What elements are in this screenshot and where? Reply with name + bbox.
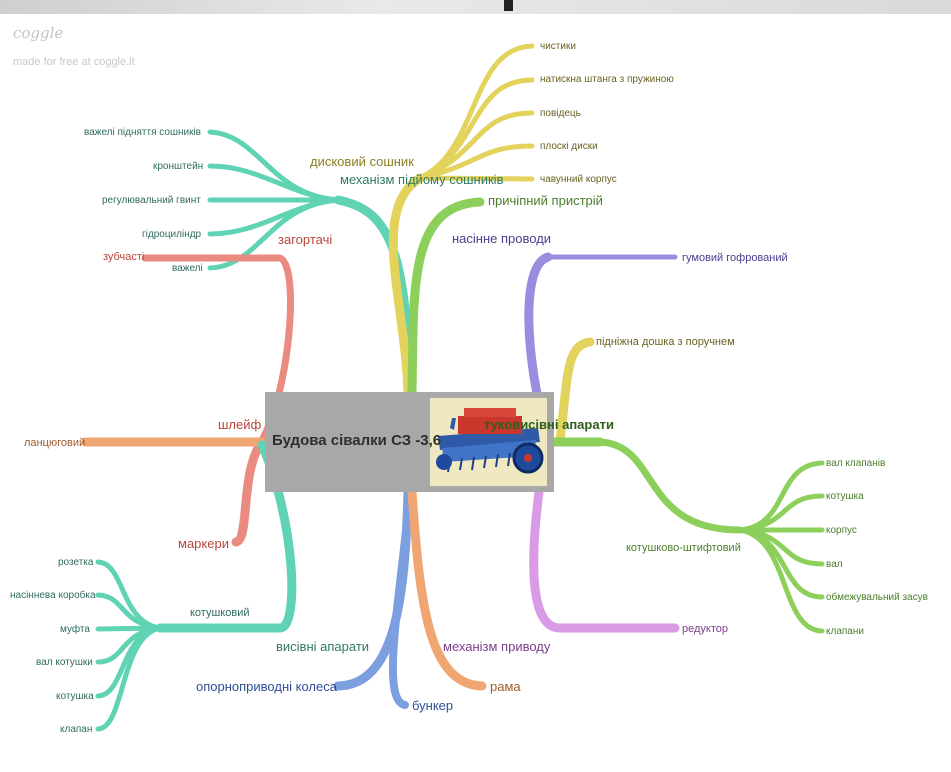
node-ploski[interactable]: плоскі диски	[540, 141, 598, 152]
node-obmezhuvalnyi[interactable]: обмежувальний засув	[826, 592, 928, 603]
node-mekhanizm-pidiomu[interactable]: механізм підйому сошників	[340, 172, 504, 187]
node-dyskovyi[interactable]: дисковий сошник	[310, 154, 414, 169]
node-reg-gvint[interactable]: регулювальний гвинт	[102, 195, 201, 206]
node-markery[interactable]: маркери	[178, 536, 229, 551]
branch-kotushkovo-6	[737, 527, 825, 634]
node-mekhanizm-pryvodu[interactable]: механізм приводу	[443, 639, 551, 654]
node-povidets[interactable]: повідець	[540, 108, 581, 119]
node-klapan[interactable]: клапан	[60, 724, 93, 735]
node-pidnizhna[interactable]: підніжна дошка з поручнем	[596, 336, 735, 348]
node-vazheli-pidn[interactable]: важелі підняття сошників	[84, 127, 201, 138]
branch-to-pidnizhna	[555, 337, 595, 445]
branch-to-prychipnyi	[407, 197, 485, 397]
node-tukovysivni[interactable]: туковисівні апарати	[484, 417, 614, 432]
node-klapany[interactable]: клапани	[826, 626, 864, 637]
node-nasinneprovody[interactable]: насінне проводи	[452, 231, 552, 246]
top-banner-strip	[0, 0, 951, 14]
node-prychipnyi[interactable]: причіпний пристрій	[488, 193, 603, 208]
node-nasinneva-korobka[interactable]: насіннева коробка	[10, 590, 96, 601]
node-vysivni[interactable]: висівні апарати	[276, 639, 370, 654]
branch-to-dyskovyi	[388, 173, 425, 397]
branch-to-bunker	[388, 488, 414, 709]
node-val-kotushky[interactable]: вал котушки	[36, 657, 93, 668]
node-kronshtein[interactable]: кронштейн	[153, 161, 204, 172]
node-rozetka[interactable]: розетка	[58, 557, 94, 568]
node-zagortachi[interactable]: загортачі	[278, 232, 333, 247]
node-korpus[interactable]: корпус	[826, 525, 857, 536]
node-gumovyi[interactable]: гумовий гофрований	[682, 252, 788, 264]
node-bunker[interactable]: бункер	[412, 698, 454, 713]
branch-to-markery	[231, 437, 267, 547]
branch-dyskovyi-4	[417, 143, 535, 181]
node-natyskna[interactable]: натискна штанга з пружиною	[540, 74, 674, 85]
branch-dyskovyi-5	[417, 175, 535, 182]
node-chystyky[interactable]: чистики	[540, 41, 576, 52]
node-chavunnyi[interactable]: чавунний корпус	[540, 174, 617, 185]
node-rama[interactable]: рама	[490, 679, 521, 694]
seeder-machine-photo	[430, 398, 547, 486]
branch-to-kotushkovo	[596, 438, 744, 534]
node-kotushkovo[interactable]: котушково-штифтовий	[626, 542, 741, 554]
node-reduktor[interactable]: редуктор	[682, 623, 728, 635]
branch-to-rama	[407, 487, 487, 691]
node-kotushka-l[interactable]: котушка	[56, 691, 94, 702]
node-opornopryvidni[interactable]: опорноприводні колеса	[196, 679, 337, 694]
node-gidrocylinder[interactable]: гідроциліндр	[142, 229, 202, 240]
branch-kotushkovyi-6	[95, 625, 163, 732]
seeder-illustration	[430, 398, 547, 486]
node-kotushkovyi[interactable]: котушковий	[190, 607, 250, 619]
coggle-logo[interactable]: coggle	[13, 24, 64, 42]
node-mufta[interactable]: муфта	[60, 624, 90, 635]
node-kotushka-r[interactable]: котушка	[826, 491, 864, 502]
node-val-klapaniv[interactable]: вал клапанів	[826, 458, 886, 469]
branch-to-reduktor	[529, 440, 680, 633]
made-for-free-link[interactable]: made for free at coggle.it	[13, 56, 135, 68]
node-vazheli[interactable]: важелі	[172, 263, 203, 274]
node-shleif[interactable]: шлейф	[218, 417, 262, 432]
branch-dyskovyi-3	[417, 110, 535, 181]
node-zubchasti[interactable]: зубчасті	[103, 251, 145, 263]
node-lantsiugovyi[interactable]: ланцюговий	[24, 437, 86, 449]
branch-zagortachi-5	[207, 197, 341, 271]
central-title: Будова сівалки СЗ -3,6	[272, 432, 442, 449]
node-val-r[interactable]: вал	[826, 559, 843, 570]
cropped-title-glyph	[504, 0, 513, 11]
